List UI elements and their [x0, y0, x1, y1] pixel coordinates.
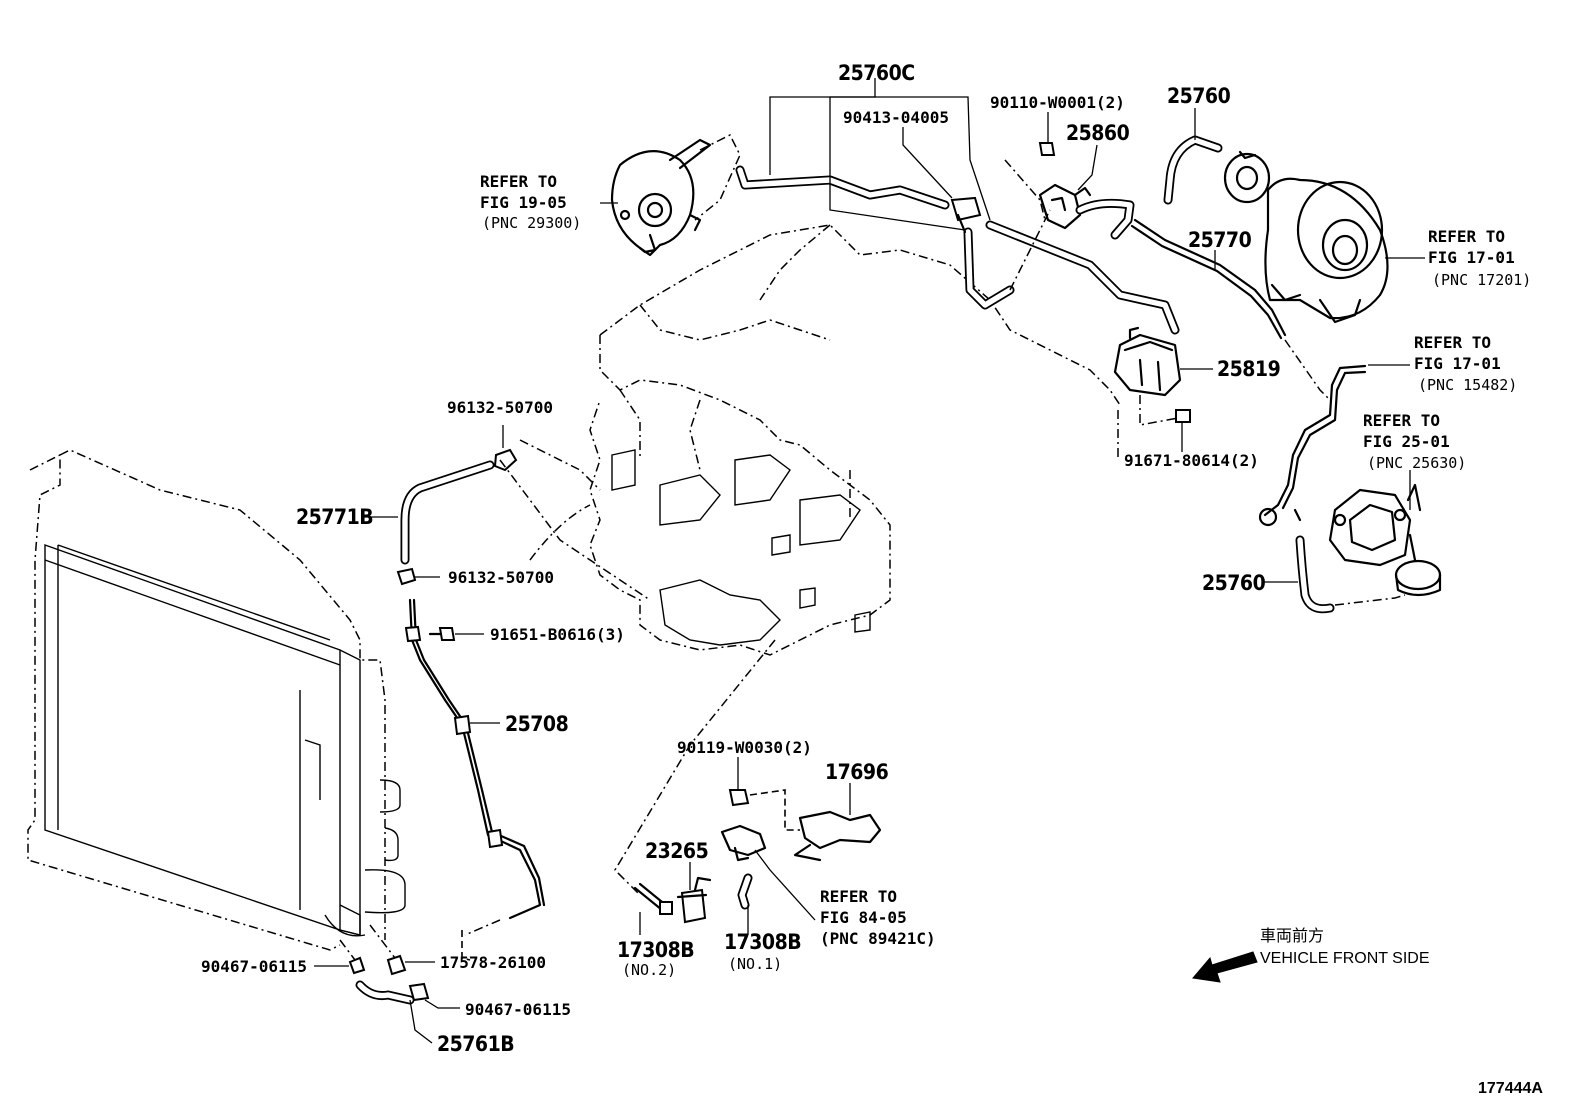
ref-line2: FIG 84-05 [820, 908, 907, 927]
engine-outline [589, 224, 1121, 656]
ref-line3: (PNC 15482) [1418, 376, 1517, 394]
bolt-90119 [728, 789, 750, 807]
leader-dash-6 [461, 930, 471, 961]
clamp-96132-b [396, 567, 417, 586]
valve-25819 [1113, 326, 1182, 397]
hose-25771B [400, 460, 495, 565]
leader-lines [314, 78, 1425, 1044]
ref-fig-19-05: REFER TO FIG 19-05 (PNC 29300) [480, 172, 581, 232]
label-17308B-no1-sub: (NO.1) [728, 955, 782, 973]
label-23265: 23265 [645, 839, 708, 863]
leader-dash-7 [464, 919, 501, 936]
oil-dash [614, 639, 776, 896]
label-17308B-no2: 17308B [617, 938, 694, 962]
ref-line1: REFER TO [1414, 333, 1491, 352]
label-90119-W0030: 90119-W0030(2) [677, 738, 812, 757]
cap-17578 [386, 954, 407, 976]
label-25770: 25770 [1188, 228, 1252, 252]
vsv-dash [1139, 395, 1179, 426]
label-17308B-no2-sub: (NO.2) [622, 961, 676, 979]
pipe-25708 [404, 598, 546, 920]
label-17578-26100: 17578-26100 [440, 953, 546, 972]
label-25760-top: 25760 [1167, 84, 1231, 108]
bracket-17696 [793, 810, 882, 862]
vacuum-pump [610, 138, 712, 257]
pump-dash [694, 133, 741, 221]
pipe-dash [1284, 339, 1331, 401]
diagram-id: 177444A [1478, 1080, 1543, 1097]
sensor-23265 [676, 876, 712, 924]
ref-fig-17-01-a: REFER TO FIG 17-01 (PNC 17201) [1428, 227, 1531, 289]
ref-line3: (PNC 29300) [482, 214, 581, 232]
bolt-91671 [1175, 409, 1191, 423]
clamp-90467-b [408, 982, 430, 1002]
ref-line3: (PNC 25630) [1367, 454, 1466, 472]
hose-25760-top [1163, 135, 1223, 205]
part-17308B-no2 [633, 882, 673, 915]
front-label-japanese: 車両前方 [1260, 927, 1324, 945]
tee-dash [1009, 209, 1051, 291]
label-96132-50700-b: 96132-50700 [448, 568, 554, 587]
ref-line1: REFER TO [1363, 411, 1440, 430]
clamp-90467-a [348, 956, 366, 975]
pipe-25760C [735, 165, 1180, 335]
bolt-91651 [428, 627, 456, 641]
egr-valve [1328, 483, 1442, 597]
pipe-25770 [1130, 218, 1287, 340]
ref-line2: FIG 19-05 [480, 193, 567, 212]
label-25771B: 25771B [296, 505, 373, 529]
radiator [27, 449, 406, 951]
leader-dash-4 [339, 939, 356, 961]
hose-dash [1334, 594, 1406, 606]
label-90413-04005: 90413-04005 [843, 108, 949, 127]
ref-fig-25-01: REFER TO FIG 25-01 (PNC 25630) [1363, 411, 1466, 472]
label-91651-B0616: 91651-B0616(3) [490, 625, 625, 644]
label-17696: 17696 [825, 760, 889, 784]
hose-25760-bottom [1295, 535, 1335, 614]
label-25760-bottom: 25760 [1202, 571, 1266, 595]
leader-dash-2 [529, 504, 591, 561]
ref-fig-84-05: REFER TO FIG 84-05 (PNC 89421C) [820, 887, 936, 948]
sensor-89421C [720, 824, 767, 862]
bracket-dash [749, 789, 800, 831]
label-17308B-no1: 17308B [724, 930, 801, 954]
label-90467-06115-a: 90467-06115 [201, 957, 307, 976]
label-25760C: 25760C [838, 61, 915, 85]
label-25819: 25819 [1217, 357, 1280, 381]
ref-line1: REFER TO [1428, 227, 1505, 246]
pipe-15482 [1258, 364, 1367, 527]
ref-line3: (PNC 17201) [1432, 271, 1531, 289]
leader-dash-5 [369, 924, 396, 959]
ref-line3: (PNC 89421C) [820, 929, 936, 948]
front-label-english: VEHICLE FRONT SIDE [1260, 950, 1430, 967]
leader-dash-1 [519, 439, 601, 491]
label-90467-06115-b: 90467-06115 [465, 1000, 571, 1019]
bolt-dash [1004, 159, 1046, 221]
ref-line2: FIG 17-01 [1428, 248, 1515, 267]
label-25860: 25860 [1066, 121, 1130, 145]
label-90110-W0001: 90110-W0001(2) [990, 93, 1125, 112]
ref-fig-17-01-b: REFER TO FIG 17-01 (PNC 15482) [1414, 333, 1517, 394]
front-direction-arrow-icon [1192, 951, 1258, 983]
ref-line1: REFER TO [480, 172, 557, 191]
part-17308B-no1 [737, 873, 753, 910]
ref-line2: FIG 25-01 [1363, 432, 1450, 451]
label-96132-50700-a: 96132-50700 [447, 398, 553, 417]
solenoid-25860 [1038, 142, 1135, 240]
ref-line2: FIG 17-01 [1414, 354, 1501, 373]
leader-dash-3 [499, 459, 651, 601]
label-91671-80614: 91671-80614(2) [1124, 451, 1259, 470]
turbocharger [1223, 150, 1389, 324]
hose-25761B [355, 980, 415, 1005]
clamp-96132-a [493, 448, 518, 472]
label-25708: 25708 [505, 712, 568, 736]
label-25761B: 25761B [437, 1032, 514, 1056]
ref-line1: REFER TO [820, 887, 897, 906]
